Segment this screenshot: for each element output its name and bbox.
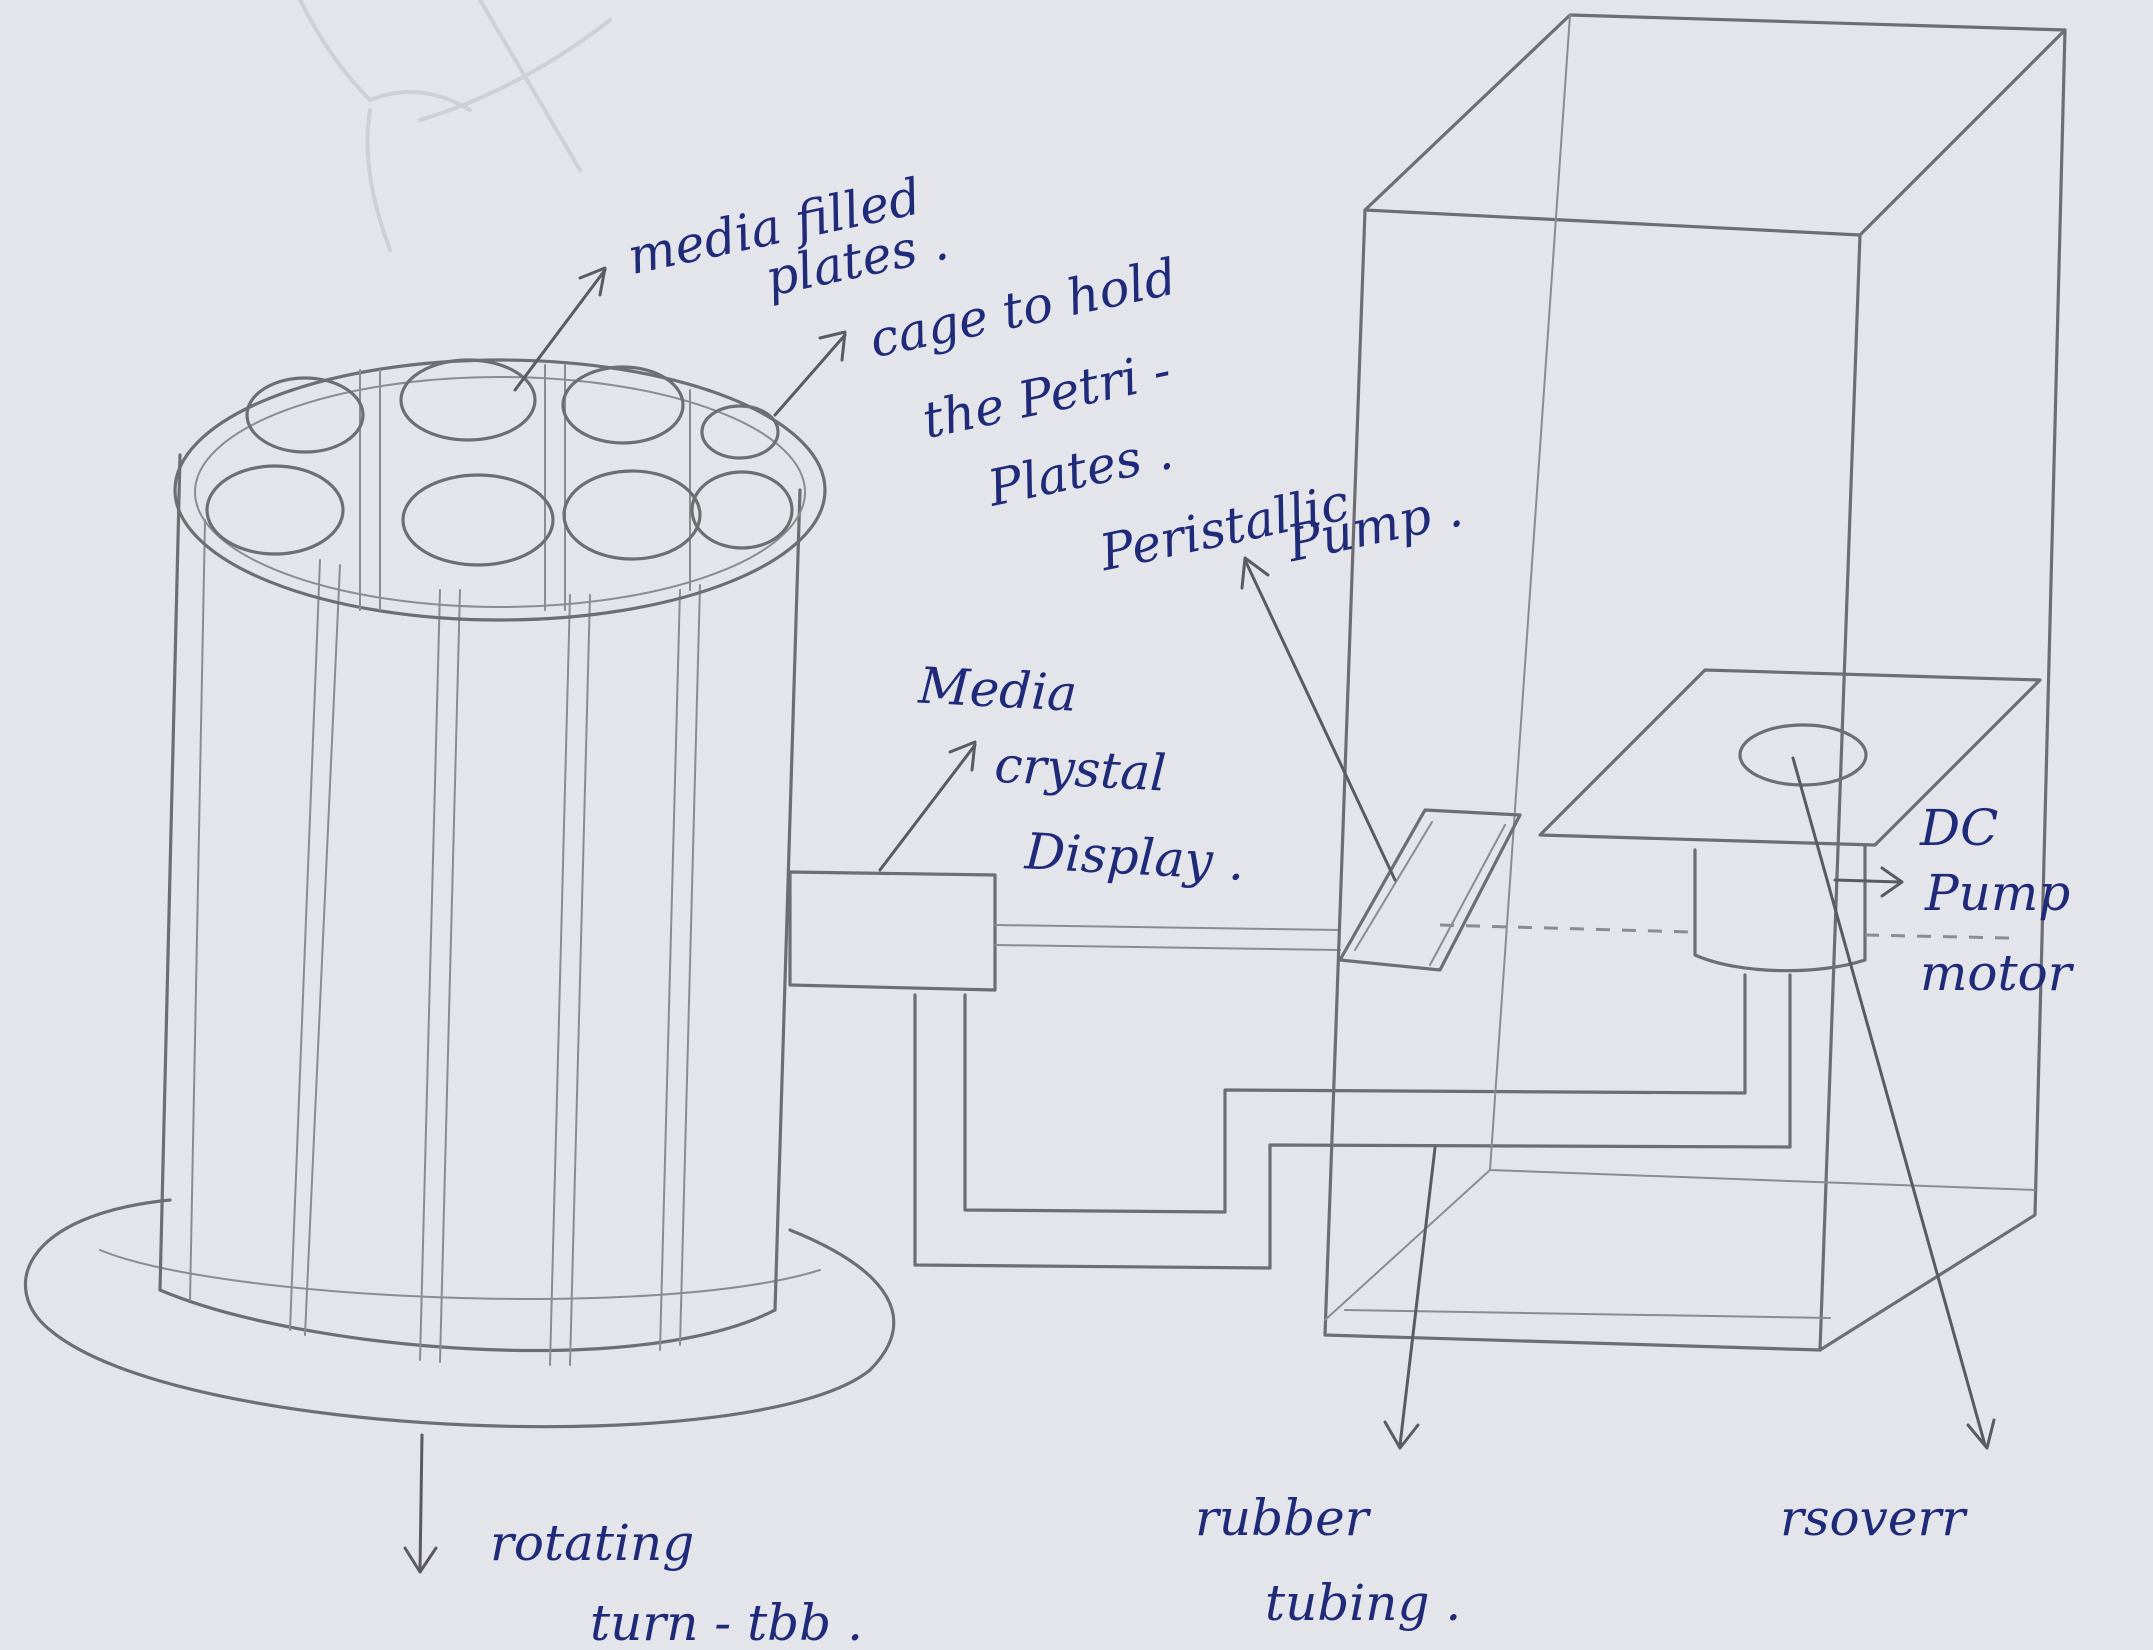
arrow-reservoir — [1793, 758, 1994, 1448]
cage-top-rim — [175, 360, 825, 620]
label-cage: cage to hold the Petri - Plates . — [865, 244, 1233, 535]
label-rotating-turntable: rotating turn - tbb . — [490, 1514, 863, 1650]
arrow-dc-pump-motor — [1835, 868, 1902, 896]
arrow-rotating-turntable — [405, 1435, 436, 1572]
label-rubber-tubing: rubber tubing . — [1195, 1489, 1461, 1632]
arrow-lcd — [880, 742, 975, 870]
label-dc-pump-motor: DC Pump motor — [1919, 799, 2086, 1002]
arrow-rubber-tubing — [1385, 1148, 1435, 1448]
arrow-cage — [775, 332, 845, 415]
lcd-display-box — [790, 872, 1340, 990]
peristaltic-pump — [1340, 810, 1520, 970]
turntable-base — [25, 1200, 893, 1427]
rubber-tubing — [915, 975, 1790, 1268]
arrow-peristaltic-pump — [1242, 558, 1395, 880]
label-media-crystal-display: Media crystal Display . — [908, 656, 1255, 891]
paper-impression-marks — [300, 0, 610, 250]
label-reservoir: rsoverr — [1780, 1489, 1968, 1547]
